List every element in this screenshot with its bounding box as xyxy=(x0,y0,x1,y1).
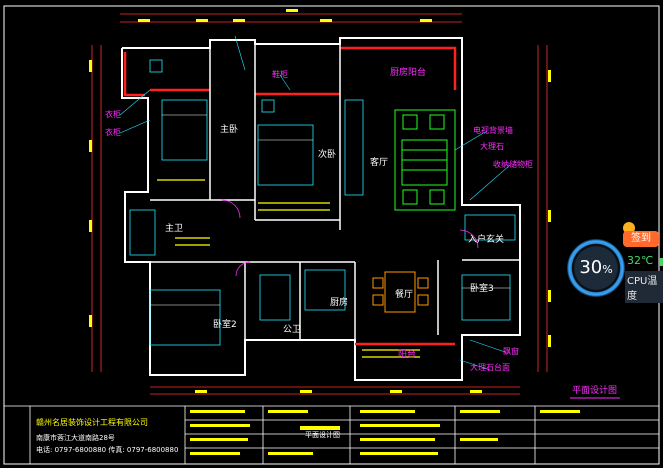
furniture-outlines xyxy=(129,59,516,346)
annotation-storage: 收纳储物柜 xyxy=(493,160,533,169)
company-name: 赣州名居装饰设计工程有限公司 xyxy=(36,418,148,427)
room-label-bath: 公卫 xyxy=(283,325,302,335)
drawing-name: 平面设计图 xyxy=(305,431,340,439)
cpu-usage-ring: 30% xyxy=(567,239,625,297)
bed-details xyxy=(150,114,510,306)
title-block xyxy=(4,405,659,464)
dimension-numbers xyxy=(89,9,551,393)
company-phone: 电话: 0797-6800880 传真: 0797-6800880 xyxy=(36,446,179,454)
leader-lines xyxy=(119,35,511,371)
annotation-window: 飘窗 xyxy=(503,347,519,356)
annotation-shoe: 鞋柜 xyxy=(272,70,288,79)
dining-table xyxy=(372,271,429,313)
room-label-balcony: 阳台 xyxy=(398,350,417,360)
room-label-master-bath: 主卫 xyxy=(165,224,184,234)
sheet-label: 平面设计图 xyxy=(572,386,618,396)
cpu-temperature: 32℃ xyxy=(627,254,654,267)
drawing-frame xyxy=(3,5,660,465)
company-address: 南康市蓉江大道南路28号 xyxy=(36,434,115,442)
room-label-bedroom-4: 卧室2 xyxy=(213,320,237,330)
annotation-stone-top: 大理石台面 xyxy=(470,363,510,372)
room-label-master-bedroom: 主卧 xyxy=(220,125,239,135)
room-label-dining: 餐厅 xyxy=(395,290,414,300)
interior-walls xyxy=(150,44,520,340)
signin-button[interactable]: 签到 xyxy=(623,231,659,247)
room-label-kitchen: 厨房 xyxy=(330,298,349,308)
cpu-monitor-widget[interactable]: 30% 签到 32℃ CPU温度 xyxy=(563,222,663,306)
room-label-balcony-top: 厨房阳台 xyxy=(390,68,427,78)
annotation-tv-wall: 电视背景墙 xyxy=(473,126,513,135)
room-label-entry: 入户玄关 xyxy=(468,235,505,245)
balcony-walls xyxy=(123,46,457,346)
status-indicator xyxy=(659,258,663,266)
room-label-second-bedroom: 次卧 xyxy=(318,150,337,160)
dimension-lines xyxy=(91,13,548,395)
living-room-furniture xyxy=(394,109,456,211)
cpu-usage-value: 30% xyxy=(579,257,613,278)
room-label-bedroom-3: 卧室3 xyxy=(470,284,494,294)
title-block-text-bars xyxy=(190,410,580,455)
cpu-temp-label: CPU温度 xyxy=(625,271,663,303)
window-marks xyxy=(157,179,420,358)
annotation-stone: 大理石 xyxy=(480,142,504,151)
room-label-living: 客厅 xyxy=(370,158,389,168)
annotation-wardrobe-2: 衣柜 xyxy=(105,128,121,137)
annotation-wardrobe-1: 衣柜 xyxy=(105,110,121,119)
door-swings xyxy=(221,199,479,277)
